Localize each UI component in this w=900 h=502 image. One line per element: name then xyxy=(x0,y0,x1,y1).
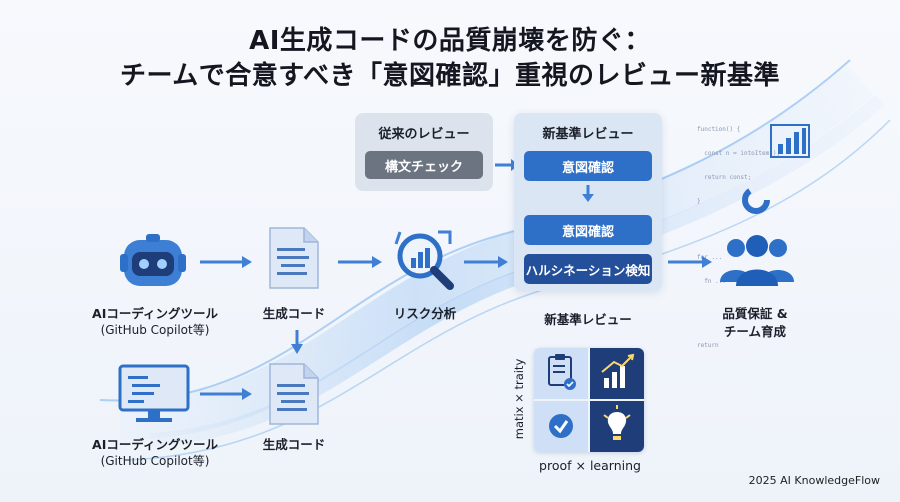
arrow-down-icon xyxy=(582,185,594,202)
team-icon xyxy=(720,235,794,286)
lightbulb-icon xyxy=(603,405,631,440)
check-circle-icon xyxy=(549,414,573,438)
hallucination-detect-button: ハルシネーション検知 xyxy=(524,254,652,284)
matrix-side-label: matix × traity xyxy=(512,358,526,440)
new-review-caption: 新基準レビュー xyxy=(544,312,632,327)
pie-chart-icon xyxy=(742,186,770,214)
arrow-risk-to-review xyxy=(464,256,508,268)
title-line-2: チームで合意すべき「意図確認」重視のレビュー新基準 xyxy=(120,61,780,91)
ai-tool-label-lower: AIコーディングツール xyxy=(92,437,218,452)
old-review-header: 従来のレビュー xyxy=(378,127,470,142)
robot-icon xyxy=(120,234,186,286)
old-review-panel: 従来のレビュー 構文チェック xyxy=(355,113,493,191)
code-line: return xyxy=(697,342,719,349)
result-label-1: 品質保証 & xyxy=(722,306,788,321)
arrow-code-down xyxy=(291,330,303,354)
arrow-ai-to-code xyxy=(200,256,252,268)
magnifier-chart-icon xyxy=(394,230,454,290)
arrow-code-to-risk xyxy=(338,256,382,268)
generated-code-label: 生成コード xyxy=(262,306,326,321)
intent-check-button-2: 意図確認 xyxy=(524,215,652,245)
code-line: const n = intoItem(); xyxy=(697,150,781,157)
ai-tool-sublabel-lower: (GitHub Copilot等) xyxy=(100,454,210,468)
matrix-cell-checklist xyxy=(534,348,588,399)
bar-chart-icon xyxy=(770,124,810,158)
intent-check-button-1: 意図確認 xyxy=(524,151,652,181)
matrix-cell-check xyxy=(534,401,588,452)
code-line: } xyxy=(697,198,701,205)
monitor-icon xyxy=(118,364,190,422)
growth-chart-icon xyxy=(601,353,635,388)
matrix-cell-learning xyxy=(590,401,644,452)
code-line: function() { xyxy=(697,126,741,133)
matrix-cell-growth xyxy=(590,348,644,399)
syntax-check-button: 構文チェック xyxy=(365,151,483,179)
code-line: return const; xyxy=(697,174,752,181)
matrix-grid xyxy=(534,348,644,452)
matrix-bottom-label: proof × learning xyxy=(539,458,641,473)
document-icon xyxy=(269,227,319,289)
footer-credit: 2025 AI KnowledgeFlow xyxy=(748,474,880,487)
new-review-header: 新基準レビュー xyxy=(542,127,634,142)
result-label-2: チーム育成 xyxy=(723,324,787,339)
arrow-review-to-result xyxy=(668,256,712,268)
ai-tool-label: AIコーディングツール xyxy=(92,306,218,321)
title-line-1: AI生成コードの品質崩壊を防ぐ： xyxy=(249,26,651,56)
arrow-ai-to-code-lower xyxy=(200,388,252,400)
new-review-panel: 新基準レビュー 意図確認 意図確認 ハルシネーション検知 xyxy=(514,113,662,291)
risk-analysis-label: リスク分析 xyxy=(393,306,457,321)
generated-code-label-lower: 生成コード xyxy=(262,437,326,452)
document-icon-lower xyxy=(269,363,319,425)
ai-tool-sublabel: (GitHub Copilot等) xyxy=(100,323,210,337)
clipboard-check-icon xyxy=(548,354,576,390)
